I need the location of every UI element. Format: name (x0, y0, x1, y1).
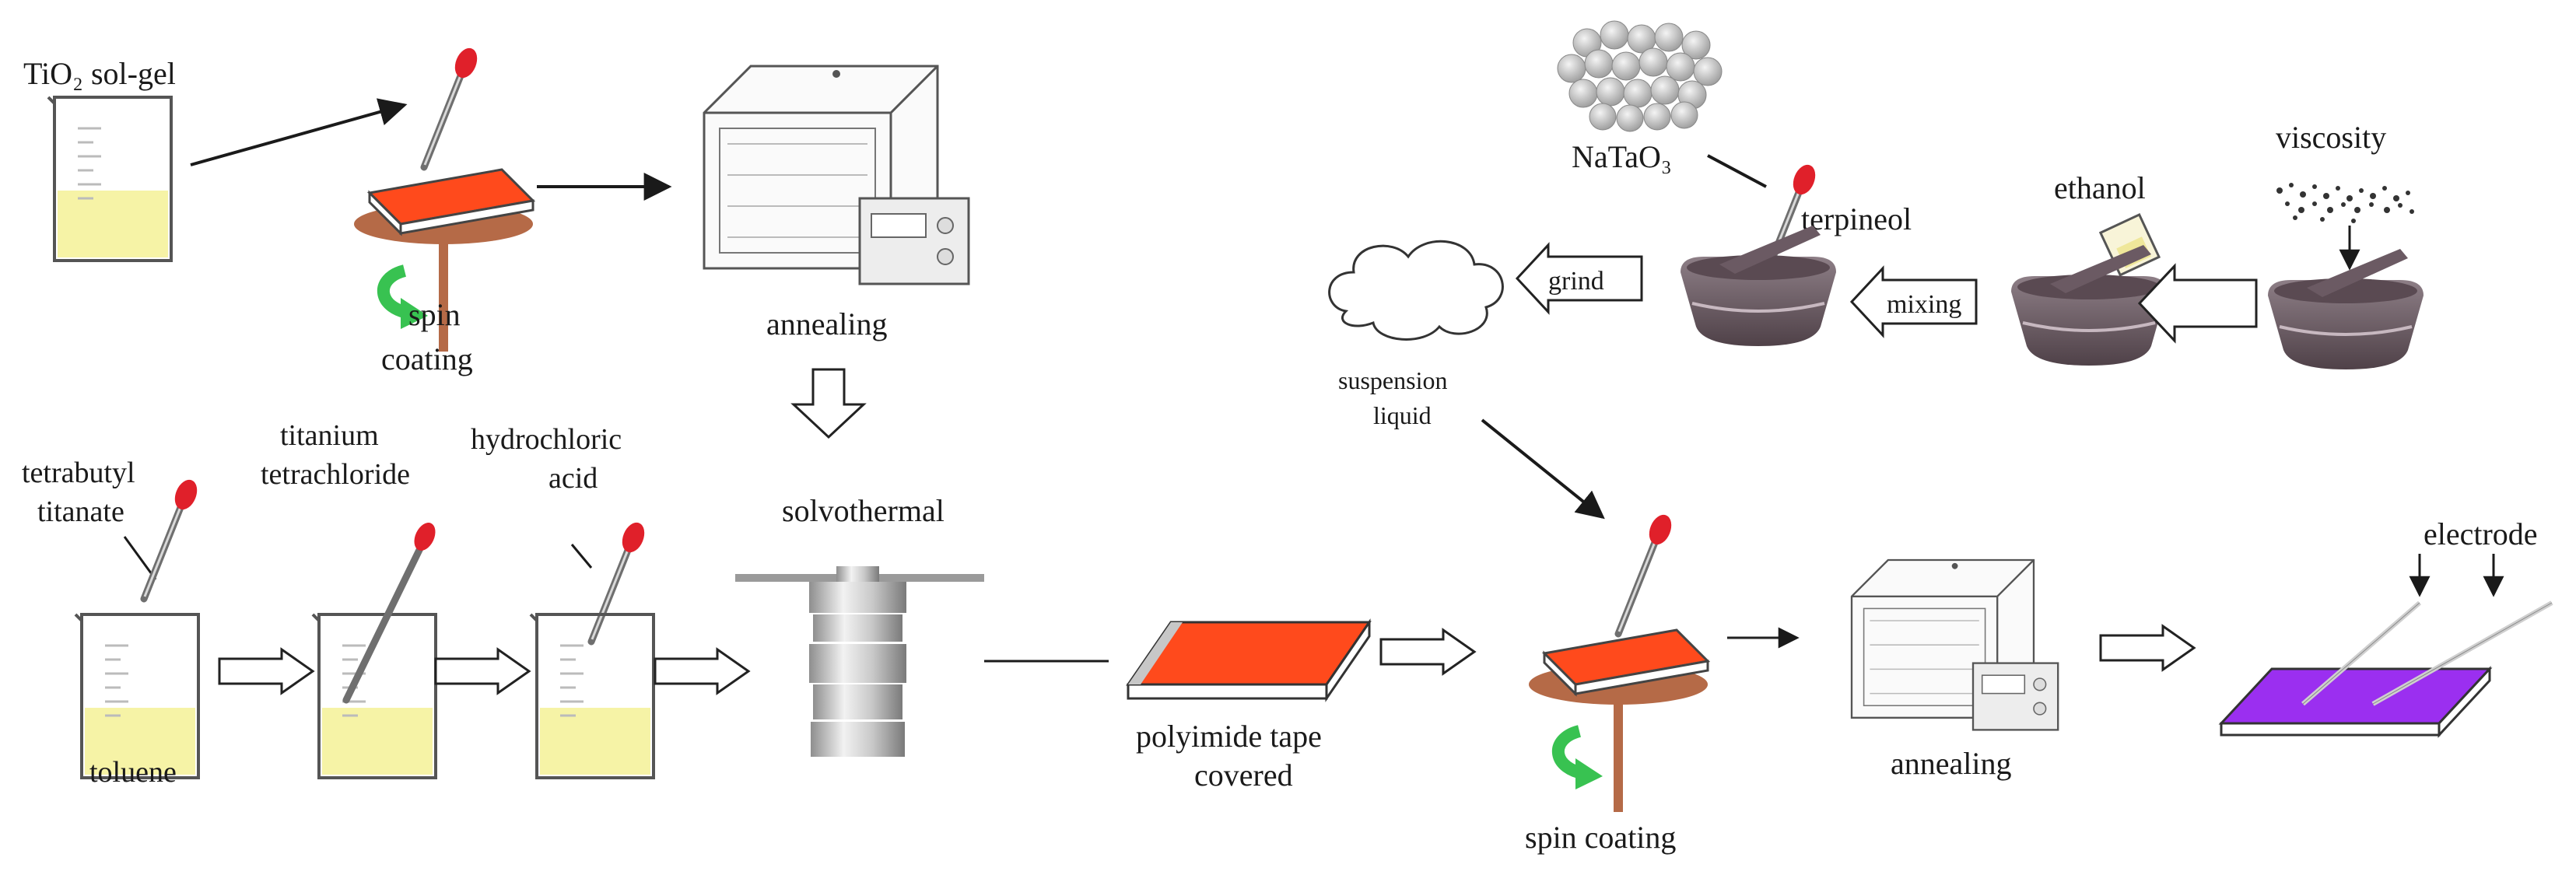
pointer-tetrabutyl (123, 536, 157, 580)
arrow-grind (1515, 242, 1643, 315)
arrow-suspension-to-spinner (1481, 418, 1605, 520)
mortar-terpineol-icon (1679, 224, 1838, 348)
dropper-bulb-titanium-icon (414, 523, 436, 551)
ethanol-label: ethanol (2054, 170, 2146, 205)
arrow-right-1 (218, 648, 314, 695)
arrow-right-2 (434, 648, 531, 695)
pointer-hydrochloric (570, 544, 593, 569)
arrow-right-5 (2099, 625, 2196, 671)
dropper-bottom-icon (1618, 512, 1676, 634)
mortar-viscosity-icon (2266, 247, 2425, 371)
titanium-label-2: tetrachloride (261, 458, 410, 491)
suspension-label-1: suspension (1338, 366, 1447, 394)
terpineol-label: terpineol (1801, 201, 1912, 236)
arrow-beaker-to-spinner (190, 98, 408, 166)
viscosity-particles-icon (2276, 183, 2414, 223)
tetrabutyl-label-2: titanate (37, 495, 124, 528)
spin-coating-bottom-label: spin coating (1525, 820, 1676, 855)
furnace-bottom-icon (1850, 558, 2059, 731)
dropper-tetrabutyl-icon (144, 477, 202, 599)
spin-coater-bottom-icon (1529, 630, 1708, 812)
polyimide-substrate-icon (1126, 618, 1372, 702)
mixing-label: mixing (1887, 290, 1961, 319)
grind-label: grind (1548, 267, 1604, 296)
spin-coating-top-label-1: spin (408, 297, 461, 332)
tetrabutyl-label-1: tetrabutyl (22, 457, 135, 489)
toluene-label: toluene (89, 756, 177, 789)
suspension-label-2: liquid (1373, 401, 1432, 429)
annealing-top-label: annealing (766, 306, 888, 341)
arrow-left-hollow (2137, 263, 2258, 344)
pointer-natao3 (1707, 154, 1767, 188)
furnace-top-icon (703, 65, 970, 285)
toluene-beaker-icon (74, 613, 200, 779)
arrow-right-3 (654, 648, 750, 695)
annealing-bottom-label: annealing (1891, 746, 2012, 781)
hydrochloric-label-1: hydrochloric (471, 423, 622, 456)
final-device-icon (2218, 600, 2553, 738)
autoclave-icon (735, 566, 984, 757)
arrow-down-hollow (790, 368, 867, 439)
arrow-right-4 (1379, 628, 1476, 675)
polyimide-label-2: covered (1194, 758, 1293, 793)
dropper-hydrochloric-icon (591, 520, 649, 642)
arrow-mixing (1849, 265, 1978, 338)
electrode-label: electrode (2424, 516, 2538, 551)
hydrochloric-label-2: acid (548, 462, 598, 495)
natao3-label: NaTaO₃ (1572, 139, 1672, 174)
polyimide-label-1: polyimide tape (1136, 719, 1322, 754)
dropper-top-icon (424, 45, 482, 167)
suspension-cloud-icon (1328, 240, 1504, 341)
viscosity-label: viscosity (2276, 120, 2386, 155)
titanium-label-1: titanium (280, 419, 379, 452)
tio2-beaker-icon (47, 96, 173, 262)
natao3-particles-icon (1557, 20, 1723, 132)
spin-coating-top-label-2: coating (381, 341, 473, 376)
dropper-titanium-icon (342, 544, 424, 704)
solvothermal-label: solvothermal (782, 493, 945, 528)
tio2-sol-gel-label: TiO₂ sol-gel (23, 56, 176, 91)
